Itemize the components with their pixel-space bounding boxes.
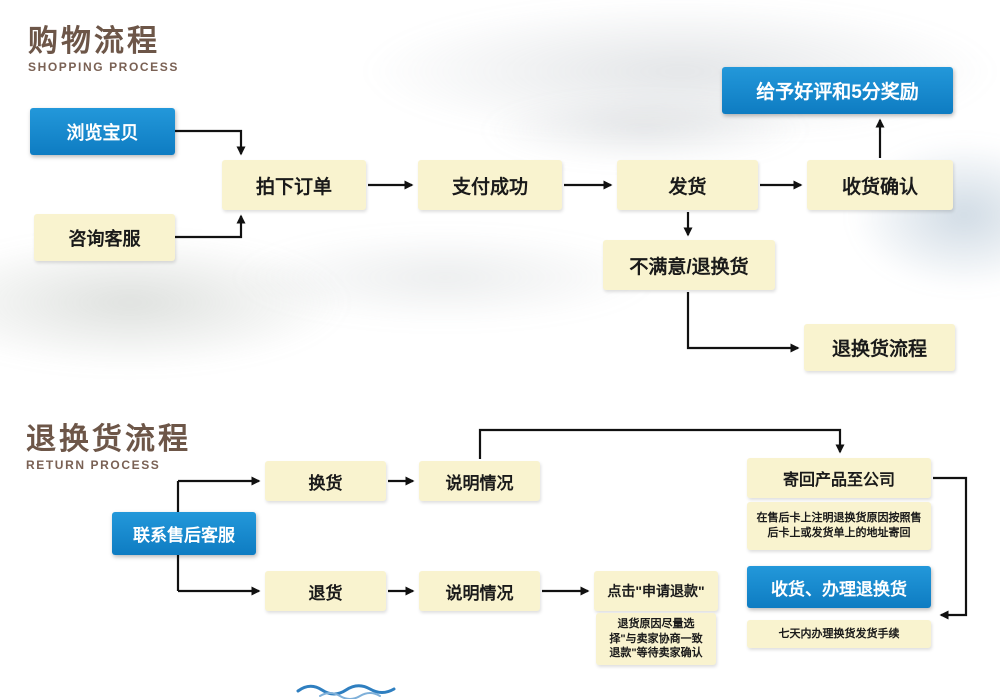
node-browse-items: 浏览宝贝 [30, 108, 175, 155]
node-confirm-receipt: 收货确认 [807, 160, 953, 210]
note-send-back: 在售后卡上注明退换货原因按照售后卡上或发货单上的地址寄回 [747, 502, 931, 550]
node-ship-goods: 发货 [617, 160, 758, 210]
node-consult-service: 咨询客服 [34, 214, 175, 261]
node-contact-after-sales: 联系售后客服 [112, 512, 256, 555]
arrow-explain-to-sendback [478, 428, 845, 459]
blue-wave-decoration [296, 684, 396, 696]
node-return-entry: 退换货流程 [804, 324, 955, 371]
node-refund: 退货 [265, 571, 386, 611]
node-explain-refund: 说明情况 [419, 571, 540, 611]
arrow-unsatisfied-to-return-entry [686, 292, 800, 353]
shopping-subtitle: SHOPPING PROCESS [28, 59, 179, 74]
arrow-consult-to-order [175, 214, 246, 239]
node-receive-process: 收货、办理退换货 [747, 566, 931, 608]
note-receive-process: 七天内办理换货发货手续 [747, 620, 931, 648]
node-place-order: 拍下订单 [222, 160, 366, 210]
node-payment-success: 支付成功 [418, 160, 562, 210]
watercolor-wash-mid [230, 230, 660, 325]
node-send-back: 寄回产品至公司 [747, 458, 931, 498]
arrow-browse-to-order [175, 129, 246, 156]
shopping-section-title: 购物流程 SHOPPING PROCESS [28, 26, 179, 74]
node-exchange: 换货 [265, 461, 386, 501]
note-apply-refund: 退货原因尽量选择"与卖家协商一致退款"等待卖家确认 [596, 613, 716, 665]
node-explain-exchange: 说明情况 [419, 461, 540, 501]
shopping-title: 购物流程 [28, 25, 160, 58]
node-apply-refund: 点击"申请退款" [594, 571, 718, 611]
node-unsatisfied: 不满意/退换货 [603, 240, 775, 290]
returns-title: 退换货流程 [26, 423, 191, 456]
arrow-sendback-to-receive-loop [933, 476, 968, 620]
returns-section-title: 退换货流程 RETURN PROCESS [26, 424, 191, 472]
node-reward: 给予好评和5分奖励 [722, 67, 953, 114]
returns-subtitle: RETURN PROCESS [26, 457, 161, 472]
blue-wave-decoration-2 [319, 692, 381, 699]
